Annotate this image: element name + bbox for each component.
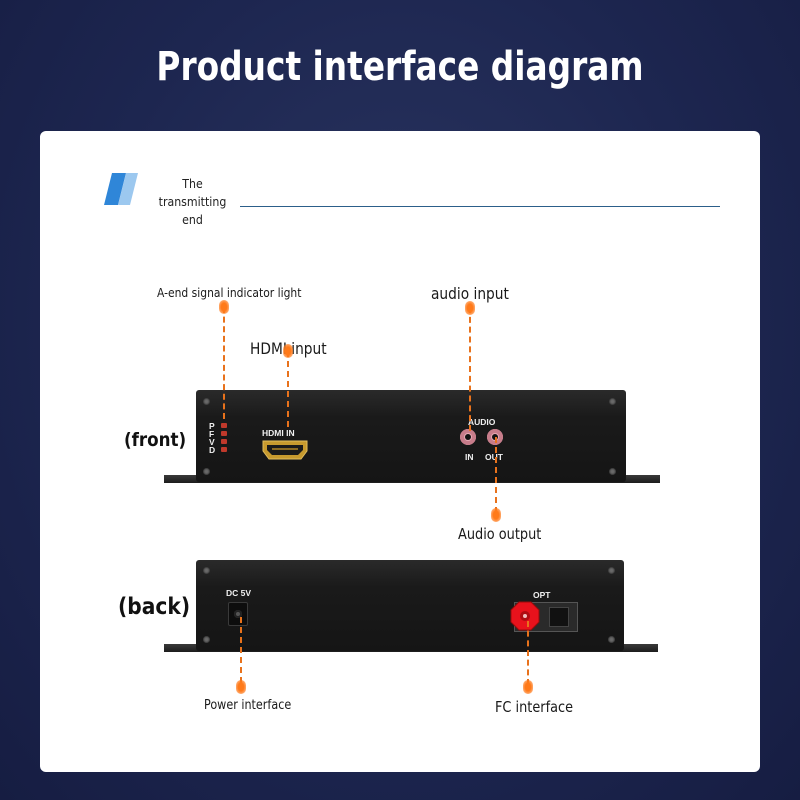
screw-icon bbox=[203, 468, 210, 475]
led-label-f: F bbox=[209, 429, 215, 439]
led-icon bbox=[221, 447, 227, 452]
leader-indicator bbox=[223, 307, 225, 419]
screw-icon bbox=[608, 636, 615, 643]
led-icon bbox=[221, 439, 227, 444]
leader-dot bbox=[491, 508, 501, 522]
leader-dot bbox=[465, 301, 475, 315]
back-panel: DC 5V OPT bbox=[196, 560, 624, 651]
led-label-v: V bbox=[209, 437, 215, 447]
led-icon bbox=[221, 431, 227, 436]
screw-icon bbox=[203, 567, 210, 574]
audio-in-jack-icon bbox=[460, 429, 476, 445]
leader-power bbox=[240, 617, 242, 683]
hdmi-port-icon bbox=[262, 440, 308, 460]
screw-icon bbox=[608, 567, 615, 574]
page-title: Product interface diagram bbox=[156, 44, 644, 90]
audio-label: AUDIO bbox=[468, 417, 496, 427]
leader-fc bbox=[527, 621, 529, 685]
dc-power-jack-icon bbox=[228, 602, 248, 626]
callout-audio-input: audio input bbox=[431, 284, 509, 303]
led-indicators: P F V D bbox=[209, 421, 231, 455]
callout-fc: FC interface bbox=[495, 698, 574, 716]
fc-connector-icon bbox=[510, 601, 540, 631]
leader-audio-output bbox=[495, 437, 497, 513]
led-label-d: D bbox=[209, 445, 216, 455]
section-label-line2: end bbox=[182, 212, 203, 227]
dc-label: DC 5V bbox=[226, 588, 252, 598]
leader-audio-input bbox=[469, 307, 471, 431]
section-label: The transmitting end bbox=[152, 175, 233, 229]
section-divider bbox=[240, 206, 720, 207]
leader-dot bbox=[523, 680, 533, 694]
hdmi-port-label: HDMI IN bbox=[262, 428, 295, 438]
callout-indicator: A-end signal indicator light bbox=[157, 285, 302, 300]
leader-dot bbox=[283, 344, 293, 358]
front-label: (front) bbox=[124, 429, 187, 451]
screw-icon bbox=[609, 398, 616, 405]
back-label: (back) bbox=[118, 594, 191, 620]
audio-in-label: IN bbox=[465, 452, 474, 462]
section-label-line1: The transmitting bbox=[158, 176, 227, 209]
leader-hdmi bbox=[287, 351, 289, 427]
screw-icon bbox=[203, 398, 210, 405]
led-icon bbox=[221, 423, 227, 428]
diagram-card: The transmitting end A-end signal indica… bbox=[40, 131, 760, 772]
screw-icon bbox=[203, 636, 210, 643]
screw-icon bbox=[609, 468, 616, 475]
front-panel: P F V D HDMI IN AUDIO IN OUT bbox=[196, 390, 626, 482]
section-marker-icon bbox=[104, 173, 138, 205]
callout-audio-output: Audio output bbox=[458, 525, 542, 543]
callout-power: Power interface bbox=[204, 698, 292, 713]
led-label-p: P bbox=[209, 421, 215, 431]
opt-label: OPT bbox=[533, 590, 551, 600]
leader-dot bbox=[236, 680, 246, 694]
leader-dot bbox=[219, 300, 229, 314]
audio-out-label: OUT bbox=[485, 452, 503, 462]
